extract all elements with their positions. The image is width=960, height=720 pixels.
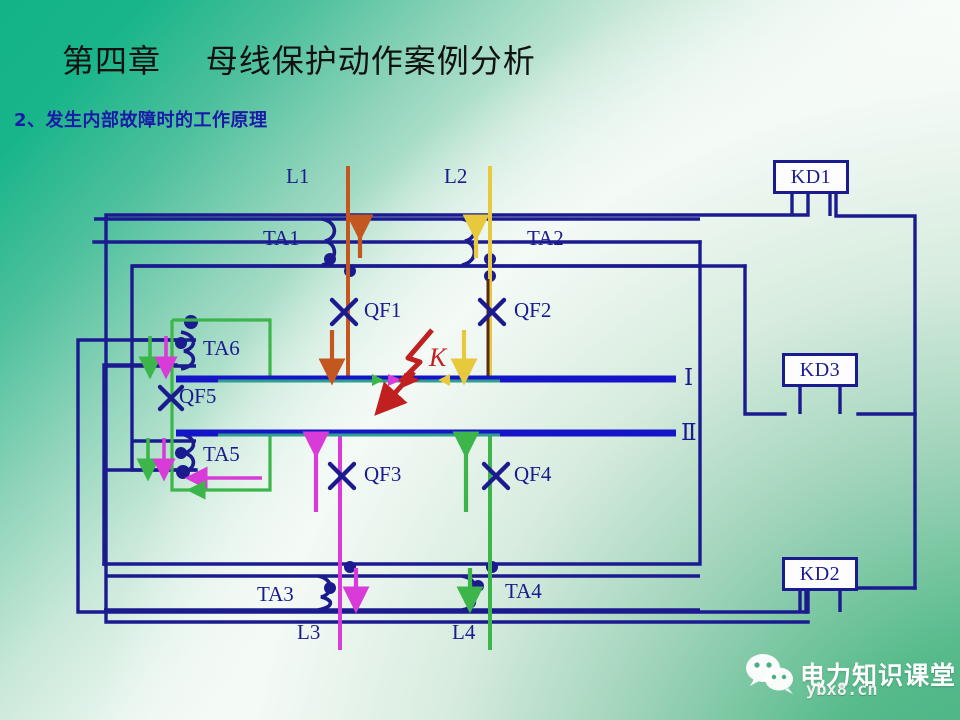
page-title: 第四章 母线保护动作案例分析 [62, 42, 536, 80]
relay-KD2[interactable]: KD2 [782, 557, 858, 591]
relay-KD3[interactable]: KD3 [782, 353, 858, 387]
ct-label-TA2: TA2 [527, 226, 564, 250]
ct-symbol-TA1 [321, 217, 356, 277]
breaker-label-QF5: QF5 [179, 384, 217, 408]
section-subtitle: 2、发生内部故障时的工作原理 [14, 110, 268, 131]
relay-stubs [790, 194, 842, 612]
ct-label-TA1: TA1 [263, 226, 300, 250]
ct-symbols [175, 217, 498, 612]
breaker-QF4 [481, 461, 511, 491]
breaker-label-QF3: QF3 [364, 462, 402, 486]
breaker-label-QF2: QF2 [514, 298, 552, 322]
ct-label-TA6: TA6 [203, 336, 240, 360]
feeder-label-L3: L3 [297, 620, 321, 644]
relay-KD1[interactable]: KD1 [773, 160, 849, 194]
ct-symbol-TA3 [317, 561, 356, 612]
wire-loop-1 [104, 193, 810, 624]
feeder-label-L2: L2 [444, 164, 468, 188]
current-arrows-coupler [136, 336, 262, 500]
breaker-QF5 [157, 384, 185, 412]
breaker-QF2 [477, 297, 507, 327]
fault-label-K: K [429, 343, 447, 372]
breaker-label-QF4: QF4 [514, 462, 552, 486]
wechat-icon [746, 654, 793, 694]
ct-label-TA5: TA5 [203, 442, 240, 466]
ct-symbol-TA4 [461, 561, 498, 612]
watermark: 电力知识课堂 ybx8.cn [744, 652, 955, 704]
watermark-url: ybx8.cn [806, 680, 878, 700]
arrowhead-yellow [438, 374, 450, 386]
wire-loop-1b [834, 193, 917, 590]
busbar-label-I: Ⅰ [684, 365, 694, 390]
ct-label-TA3: TA3 [257, 582, 294, 606]
ct-symbol-TA6 [175, 315, 198, 371]
watermark-text: 电力知识课堂 [800, 661, 957, 690]
wire-loop-3a [743, 264, 787, 416]
breaker-marks [157, 297, 511, 491]
breaker-QF3 [327, 461, 357, 491]
current-arrows-primary [302, 214, 490, 614]
busbar-label-II: Ⅱ [681, 420, 697, 445]
ct-rails [94, 217, 700, 612]
fault-symbol [374, 328, 434, 416]
breaker-label-QF1: QF1 [364, 298, 402, 322]
wire-loop-2 [76, 338, 810, 614]
feeder-label-L1: L1 [286, 164, 310, 188]
breaker-QF1 [329, 297, 359, 327]
wire-loop-4b [102, 240, 702, 566]
busbars [176, 375, 676, 437]
feeder-label-L4: L4 [452, 620, 476, 644]
ct-label-TA4: TA4 [505, 579, 542, 603]
